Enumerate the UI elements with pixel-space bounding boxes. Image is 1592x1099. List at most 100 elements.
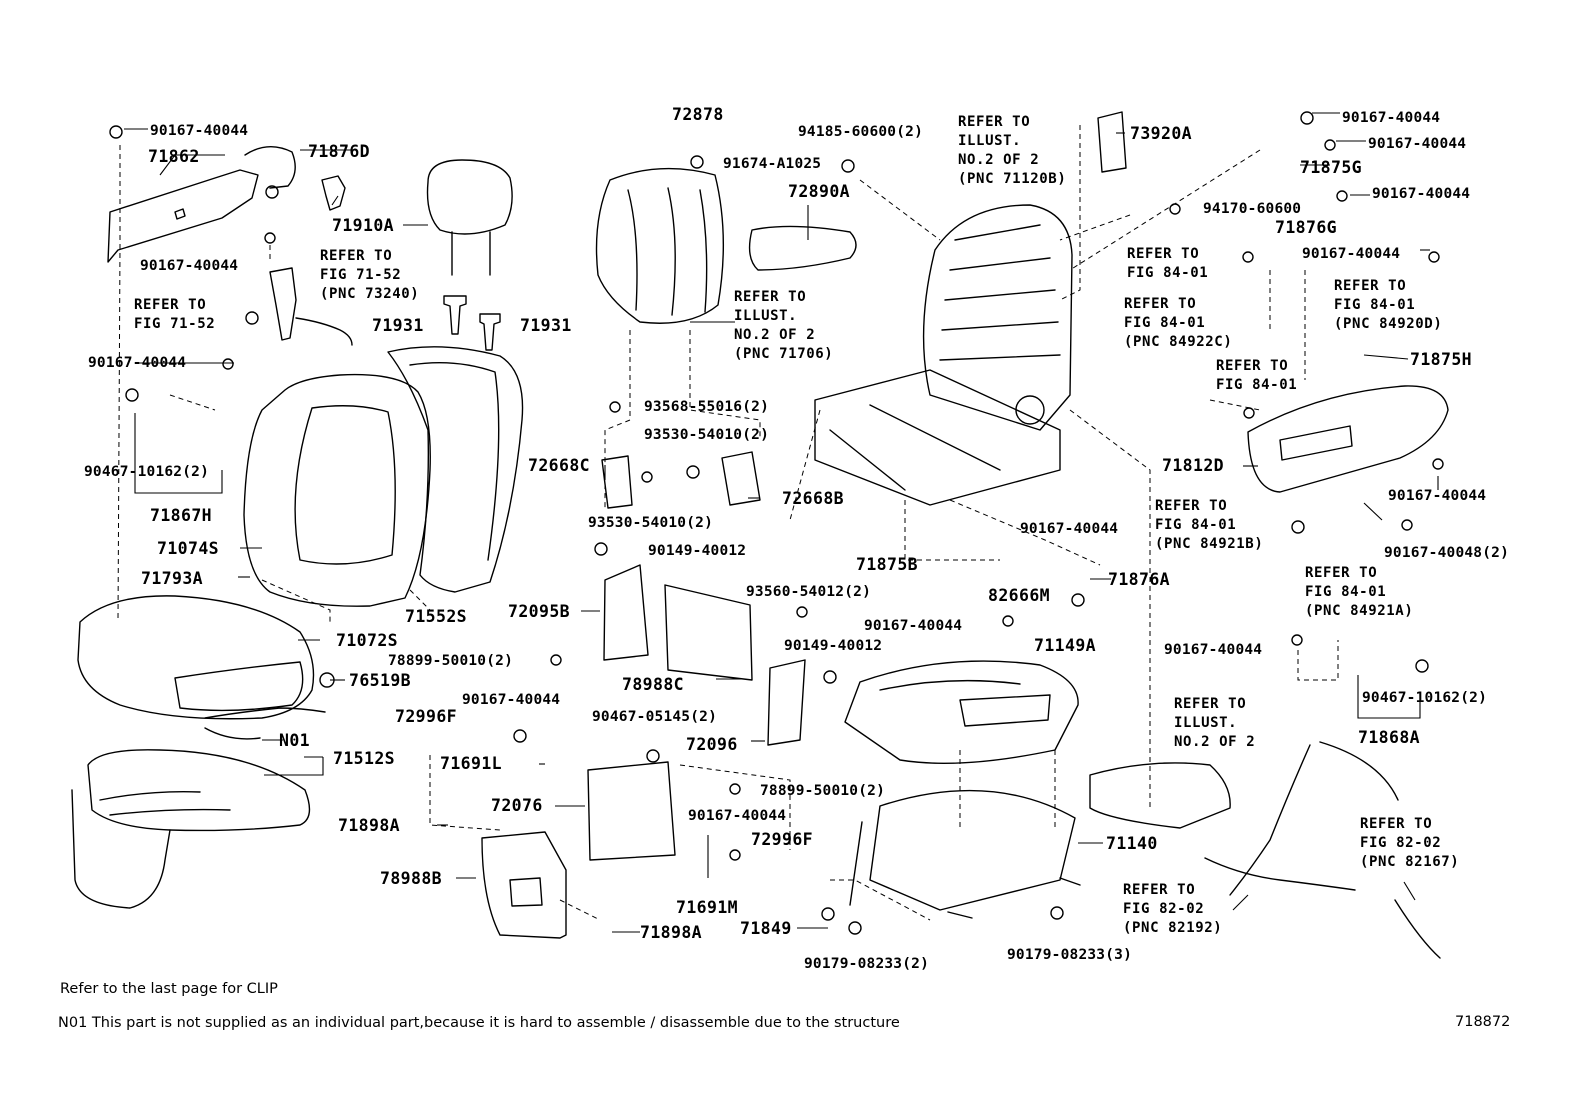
part-label[interactable]: 90167-40044 xyxy=(1164,642,1262,658)
part-label[interactable]: 71793A xyxy=(141,569,203,588)
part-label[interactable]: 90467-10162(2) xyxy=(1362,690,1487,706)
part-label[interactable]: 94170-60600 xyxy=(1203,201,1301,217)
part-label[interactable]: 90167-40044 xyxy=(1302,246,1400,262)
part-label[interactable]: 71072S xyxy=(336,631,398,650)
seat-cushion-pad xyxy=(71,749,311,909)
part-label[interactable]: 82666M xyxy=(988,586,1050,605)
part-label[interactable]: 71876A xyxy=(1108,570,1170,589)
part-label[interactable]: 72996F xyxy=(751,830,813,849)
part-label[interactable]: 78988B xyxy=(380,869,442,888)
part-label[interactable]: 73920A xyxy=(1130,124,1192,143)
seat-track-cover xyxy=(844,660,1079,765)
part-label[interactable]: 93568-55016(2) xyxy=(644,399,769,415)
part-label[interactable]: 71691M xyxy=(676,898,738,917)
wire-harness xyxy=(1204,741,1441,959)
seat-occupant-sensor xyxy=(1089,762,1231,829)
part-label[interactable]: 93560-54012(2) xyxy=(746,584,871,600)
part-label[interactable]: 90167-40044 xyxy=(1368,136,1466,152)
part-label[interactable]: 72668C xyxy=(528,456,590,475)
part-label[interactable]: 71691L xyxy=(440,754,502,773)
fasteners xyxy=(109,111,1444,935)
part-label[interactable]: 71910A xyxy=(332,216,394,235)
part-label[interactable]: 71867H xyxy=(150,506,212,525)
part-label[interactable]: 90467-05145(2) xyxy=(592,709,717,725)
n01-note: N01 This part is not supplied as an indi… xyxy=(58,1015,900,1031)
part-label[interactable]: 94185-60600(2) xyxy=(798,124,923,140)
part-label[interactable]: N01 xyxy=(279,731,310,750)
part-label[interactable]: 71898A xyxy=(640,923,702,942)
seat-back-cover xyxy=(243,373,431,607)
part-label[interactable]: 90167-40044 xyxy=(140,258,238,274)
part-label[interactable]: 72076 xyxy=(491,796,543,815)
part-label[interactable]: 71074S xyxy=(157,539,219,558)
clip-note: Refer to the last page for CLIP xyxy=(60,981,278,997)
part-label[interactable]: 72890A xyxy=(788,182,850,201)
part-label[interactable]: 71931 xyxy=(520,316,572,335)
part-label[interactable]: 71875B xyxy=(856,555,918,574)
part-label[interactable]: 71898A xyxy=(338,816,400,835)
headrest xyxy=(426,159,513,276)
part-label[interactable]: 90167-40044 xyxy=(688,808,786,824)
part-label[interactable]: 90167-40044 xyxy=(88,355,186,371)
part-label[interactable]: 90167-40044 xyxy=(150,123,248,139)
part-label[interactable]: 90167-40044 xyxy=(864,618,962,634)
part-label[interactable]: 71876D xyxy=(308,142,370,161)
seat-back-rear xyxy=(387,346,524,593)
part-label[interactable]: 90167-40048(2) xyxy=(1384,545,1509,561)
part-label[interactable]: 71140 xyxy=(1106,834,1158,853)
part-label[interactable]: 71931 xyxy=(372,316,424,335)
part-label[interactable]: 71512S xyxy=(333,749,395,768)
part-label[interactable]: 78899-50010(2) xyxy=(760,783,885,799)
part-label[interactable]: 71812D xyxy=(1162,456,1224,475)
seat-back-board xyxy=(595,167,725,324)
lower-brackets xyxy=(587,451,806,861)
armrest xyxy=(748,225,857,271)
part-label[interactable]: 90167-40044 xyxy=(462,692,560,708)
part-label[interactable]: 90167-40044 xyxy=(1388,488,1486,504)
part-label[interactable]: 71862 xyxy=(148,147,200,166)
part-label[interactable]: 90149-40012 xyxy=(648,543,746,559)
part-label[interactable]: 71876G xyxy=(1275,218,1337,237)
part-label[interactable]: 71552S xyxy=(405,607,467,626)
part-label[interactable]: 71875H xyxy=(1410,350,1472,369)
part-label[interactable]: 71149A xyxy=(1034,636,1096,655)
part-label[interactable]: 90179-08233(2) xyxy=(804,956,929,972)
part-label[interactable]: 71868A xyxy=(1358,728,1420,747)
part-label[interactable]: 90167-40044 xyxy=(1020,521,1118,537)
leader-lines xyxy=(124,112,1439,933)
part-label[interactable]: 72096 xyxy=(686,735,738,754)
part-label[interactable]: 71875G xyxy=(1300,158,1362,177)
diagram-number: 718872 xyxy=(1455,1014,1511,1030)
part-label[interactable]: 90149-40012 xyxy=(784,638,882,654)
part-label[interactable]: 90467-10162(2) xyxy=(84,464,209,480)
part-label[interactable]: 90179-08233(3) xyxy=(1007,947,1132,963)
part-label[interactable]: 72996F xyxy=(395,707,457,726)
part-label[interactable]: 78899-50010(2) xyxy=(388,653,513,669)
part-label[interactable]: 72878 xyxy=(672,105,724,124)
part-label[interactable]: 90167-40044 xyxy=(1372,186,1470,202)
part-label[interactable]: 78988C xyxy=(622,675,684,694)
part-label[interactable]: 71849 xyxy=(740,919,792,938)
part-label[interactable]: 90167-40044 xyxy=(1342,110,1440,126)
part-label[interactable]: 93530-54010(2) xyxy=(588,515,713,531)
part-label[interactable]: 72668B xyxy=(782,489,844,508)
part-label[interactable]: 72095B xyxy=(508,602,570,621)
part-label[interactable]: 76519B xyxy=(349,671,411,690)
part-label[interactable]: 93530-54010(2) xyxy=(644,427,769,443)
part-label[interactable]: 91674-A1025 xyxy=(723,156,821,172)
